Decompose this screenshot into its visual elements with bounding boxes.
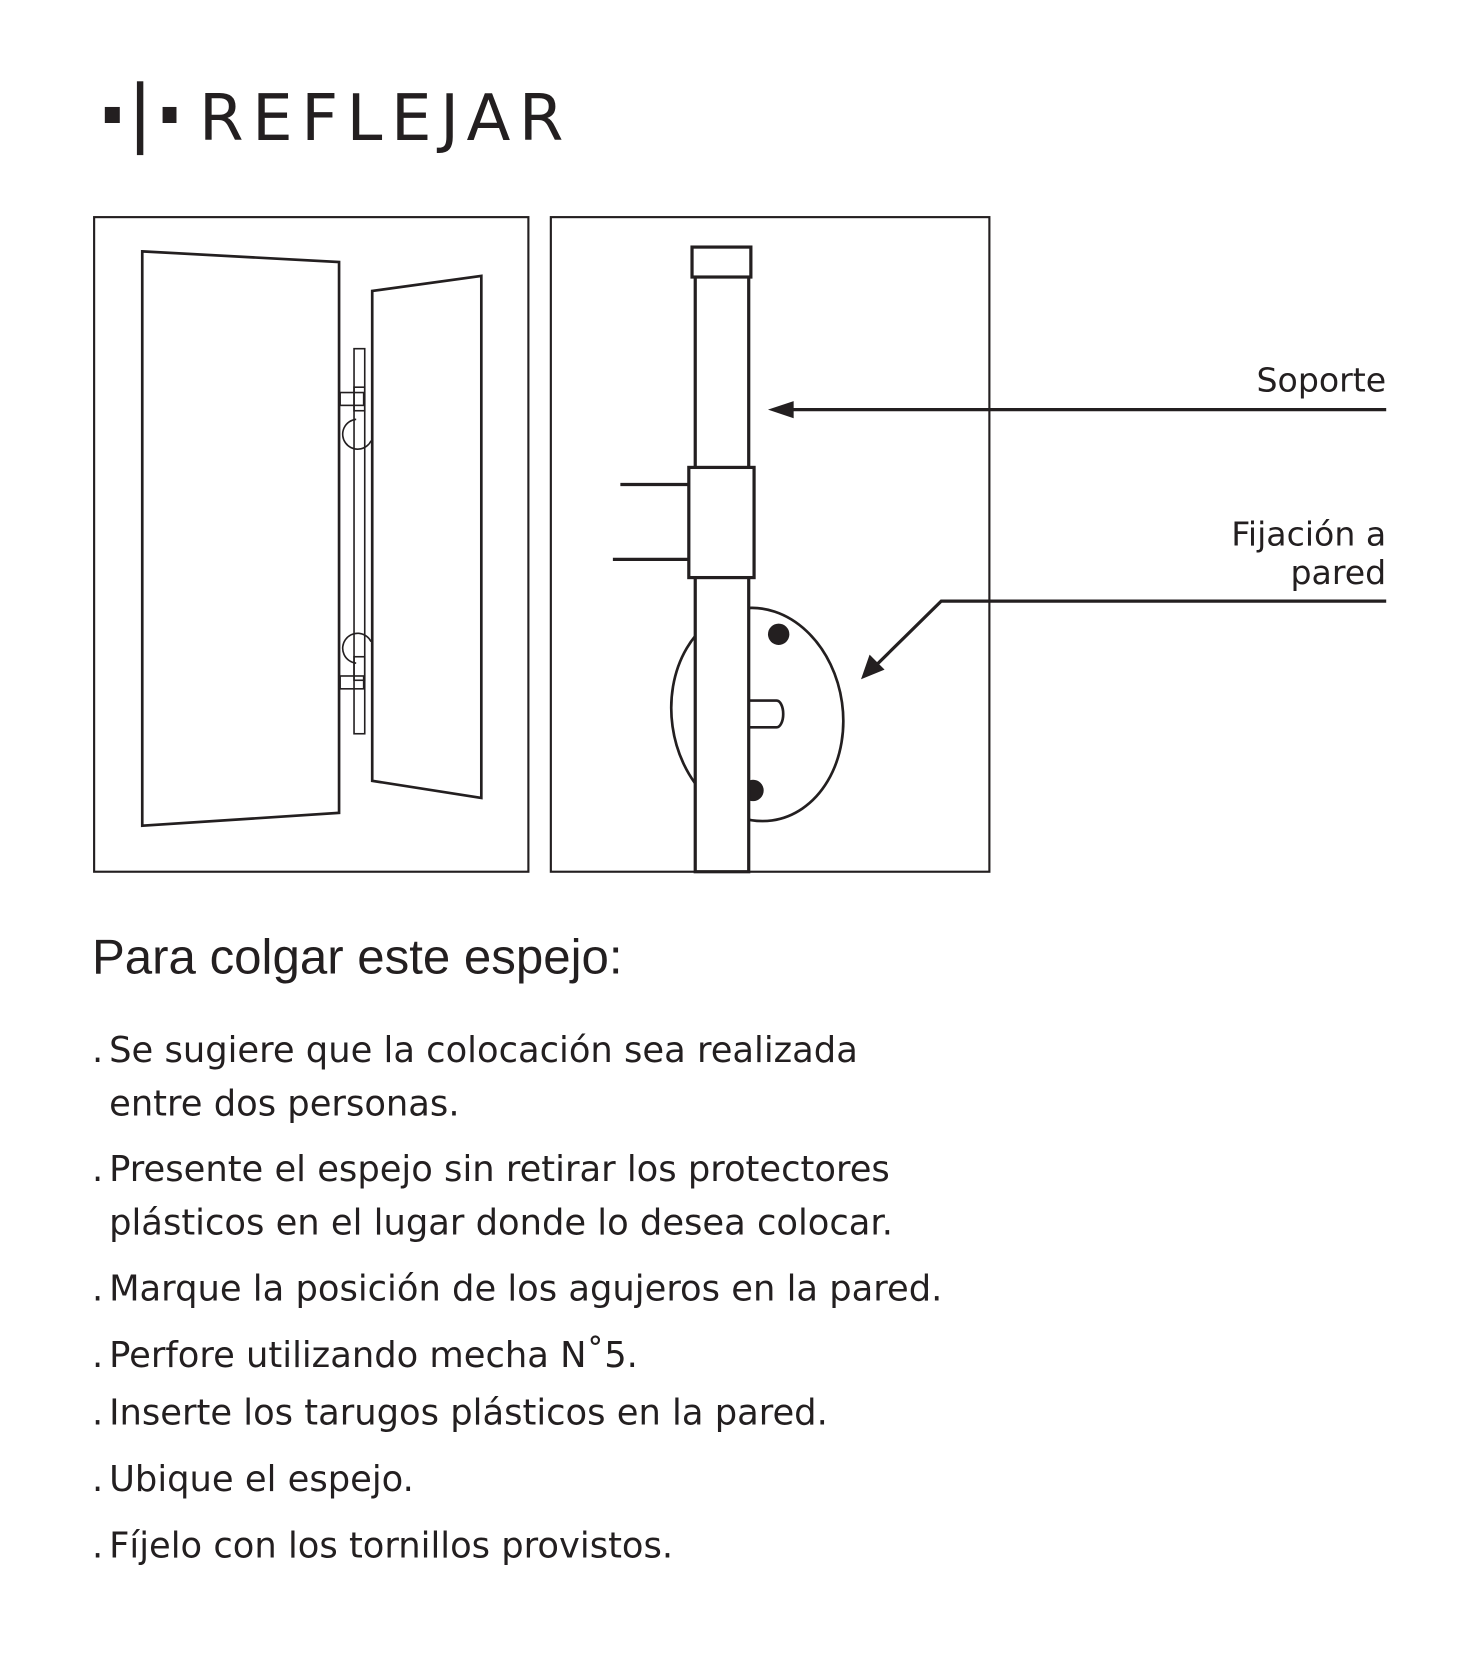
instruction-step: .Inserte los tarugos plásticos en la par…	[91, 1391, 828, 1434]
logo-mark-icon	[104, 81, 177, 156]
wall-fixing-label: Fijación a pared	[1231, 516, 1386, 593]
instruction-step: .Presente el espejo sin retirar los prot…	[91, 1147, 893, 1243]
instruction-step: .Perfore utilizando mecha N˚5.	[91, 1333, 638, 1376]
instructions-heading: Para colgar este espejo:	[91, 928, 623, 985]
brand-logo-text: REFLEJAR	[198, 81, 573, 157]
mirror-side-view	[549, 216, 991, 874]
wall-fixing-label-line2: pared	[1290, 554, 1387, 593]
mirror-front-view	[93, 216, 530, 873]
instruction-step: .Fíjelo con los tornillos provistos.	[91, 1524, 674, 1566]
instruction-step: .Ubique el espejo.	[91, 1457, 414, 1500]
support-label: Soporte	[1256, 361, 1387, 401]
instruction-step: .Marque la posición de los agujeros en l…	[91, 1267, 943, 1310]
instruction-step: .Se sugiere que la colocación sea realiz…	[91, 1028, 858, 1125]
wall-fixing-label-line1: Fijación a	[1231, 515, 1387, 555]
wall-fixing-pointer-arrow	[861, 599, 1387, 680]
support-pointer-arrow	[767, 401, 1387, 419]
